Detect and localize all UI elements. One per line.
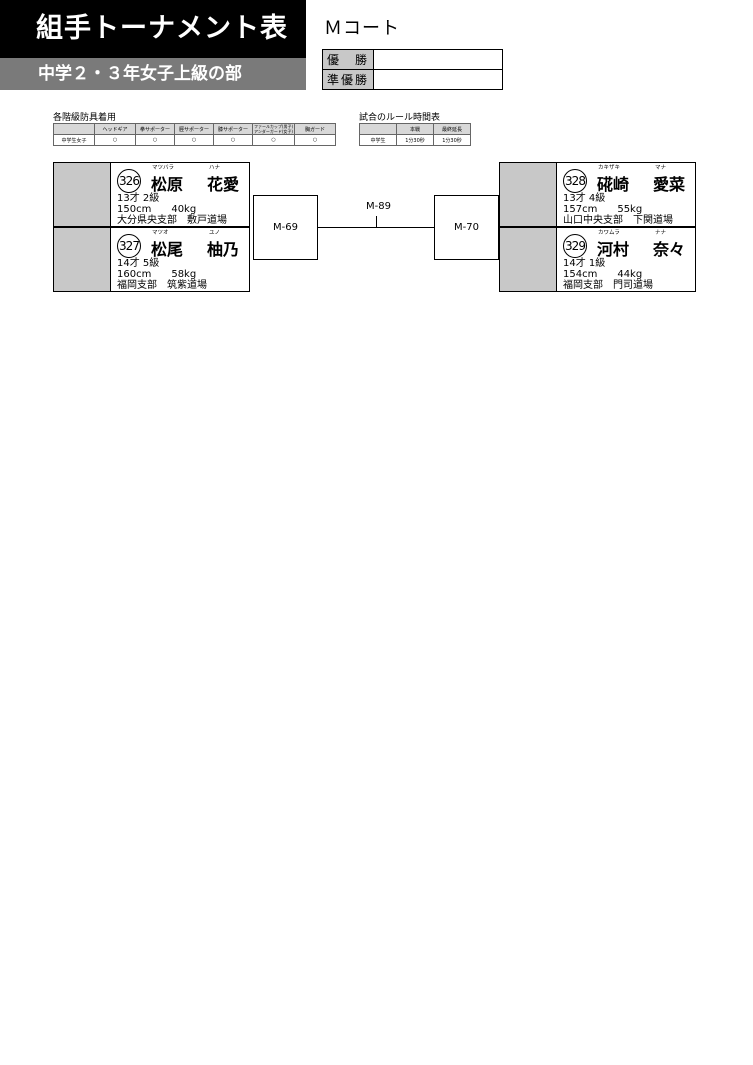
player-age-rank: 14才 5級 — [117, 258, 160, 269]
division-subtitle: 中学２・３年女子上級の部 — [0, 58, 306, 90]
family-name: 河村 — [597, 240, 630, 259]
player-dojo: 福岡支部 筑紫道場 — [117, 280, 207, 291]
rules-table-title: 試合のルール時間表 — [359, 113, 441, 123]
court-label: Ｍコート — [324, 18, 400, 39]
gear-row-label: 中学生女子 — [53, 134, 95, 146]
gear-header-cell: 拳サポーター — [135, 123, 175, 135]
gear-cell: ○ — [213, 134, 253, 146]
winner-label: 優 勝 — [322, 49, 374, 70]
gear-cell: ○ — [294, 134, 337, 146]
player-height-weight: 157cm 55kg — [563, 204, 643, 215]
final-bracket-line — [318, 227, 434, 228]
player-number: 328 — [563, 169, 587, 193]
family-kana: マツオ — [152, 230, 169, 236]
match-box-left: M-69 — [253, 195, 318, 260]
gear-header-cell: ヘッドギア — [94, 123, 136, 135]
given-name: 愛菜 — [653, 175, 686, 194]
player-number: 327 — [117, 234, 141, 258]
given-name: 花愛 — [207, 175, 240, 194]
family-name: 松原 — [151, 175, 184, 194]
family-kana: カキザキ — [598, 165, 621, 171]
gear-table: ヘッドギア 拳サポーター 脛サポーター 膝サポーター ファールカップ(男子) ア… — [53, 123, 337, 146]
player-dojo: 福岡支部 門司道場 — [563, 280, 653, 291]
gear-cell: ○ — [135, 134, 175, 146]
winner-value — [373, 49, 503, 70]
player-box: 329 カワムラ ナナ 河村 奈々 14才 1級 154cm 44kg 福岡支部 … — [499, 227, 696, 292]
player-name: 硴崎 愛菜 — [597, 171, 685, 195]
player-number: 326 — [117, 169, 141, 193]
gear-cell: ○ — [94, 134, 136, 146]
result-table: 優 勝 準優勝 — [322, 49, 503, 90]
gear-cell: ○ — [251, 134, 296, 146]
family-kana: カワムラ — [598, 230, 620, 236]
family-name: 硴崎 — [597, 175, 630, 194]
player-box: 328 カキザキ マナ 硴崎 愛菜 13才 4級 157cm 55kg 山口中央支… — [499, 162, 696, 227]
player-age-rank: 13才 4級 — [563, 193, 606, 204]
player-height-weight: 150cm 40kg — [117, 204, 197, 215]
player-age-rank: 14才 1級 — [563, 258, 606, 269]
gear-header-cell: 胸ガード — [294, 123, 337, 135]
rules-header-cell: 最終延長 — [433, 123, 471, 135]
family-name: 松尾 — [151, 240, 184, 259]
given-kana: ユノ — [209, 230, 221, 236]
player-box: 326 マツバラ ハナ 松原 花愛 13才 2級 150cm 40kg 大分県央支… — [53, 162, 250, 227]
page-title: 組手トーナメント表 — [0, 0, 306, 58]
player-name: 松尾 柚乃 — [151, 236, 239, 260]
player-box: 327 マツオ ユノ 松尾 柚乃 14才 5級 160cm 58kg 福岡支部 筑… — [53, 227, 250, 292]
player-number: 329 — [563, 234, 587, 258]
gear-header-cell: 脛サポーター — [174, 123, 214, 135]
match-box-right: M-70 — [434, 195, 499, 260]
rules-cell: 1分30秒 — [433, 134, 471, 146]
player-score-cell — [500, 163, 557, 226]
player-dojo: 大分県央支部 敷戸道場 — [117, 215, 227, 226]
given-name: 柚乃 — [207, 240, 240, 259]
gear-header-cell — [53, 123, 95, 135]
player-score-cell — [54, 228, 111, 291]
gear-header-cell: 膝サポーター — [213, 123, 253, 135]
given-name: 奈々 — [653, 240, 686, 259]
rules-header-cell: 本戦 — [396, 123, 434, 135]
final-tick-line — [376, 216, 377, 227]
player-score-cell — [54, 163, 111, 226]
runner-up-label: 準優勝 — [322, 69, 374, 90]
rules-row-label: 中学生 — [359, 134, 397, 146]
final-match-label: M-89 — [366, 201, 391, 212]
gear-header-cell: ファールカップ(男子) アンダーガード(女子) — [251, 123, 296, 135]
player-score-cell — [500, 228, 557, 291]
player-name: 松原 花愛 — [151, 171, 239, 195]
runner-up-value — [373, 69, 503, 90]
player-height-weight: 154cm 44kg — [563, 269, 643, 280]
rules-table: 本戦 最終延長 中学生 1分30秒 1分30秒 — [359, 123, 471, 146]
family-kana: マツバラ — [152, 165, 175, 171]
given-kana: マナ — [655, 165, 667, 171]
rules-header-cell — [359, 123, 397, 135]
gear-table-title: 各階級防具着用 — [53, 113, 117, 123]
player-age-rank: 13才 2級 — [117, 193, 160, 204]
given-kana: ナナ — [655, 230, 667, 236]
gear-cell: ○ — [174, 134, 214, 146]
player-name: 河村 奈々 — [597, 236, 685, 260]
player-dojo: 山口中央支部 下関道場 — [563, 215, 673, 226]
rules-cell: 1分30秒 — [396, 134, 434, 146]
player-height-weight: 160cm 58kg — [117, 269, 197, 280]
given-kana: ハナ — [209, 165, 221, 171]
